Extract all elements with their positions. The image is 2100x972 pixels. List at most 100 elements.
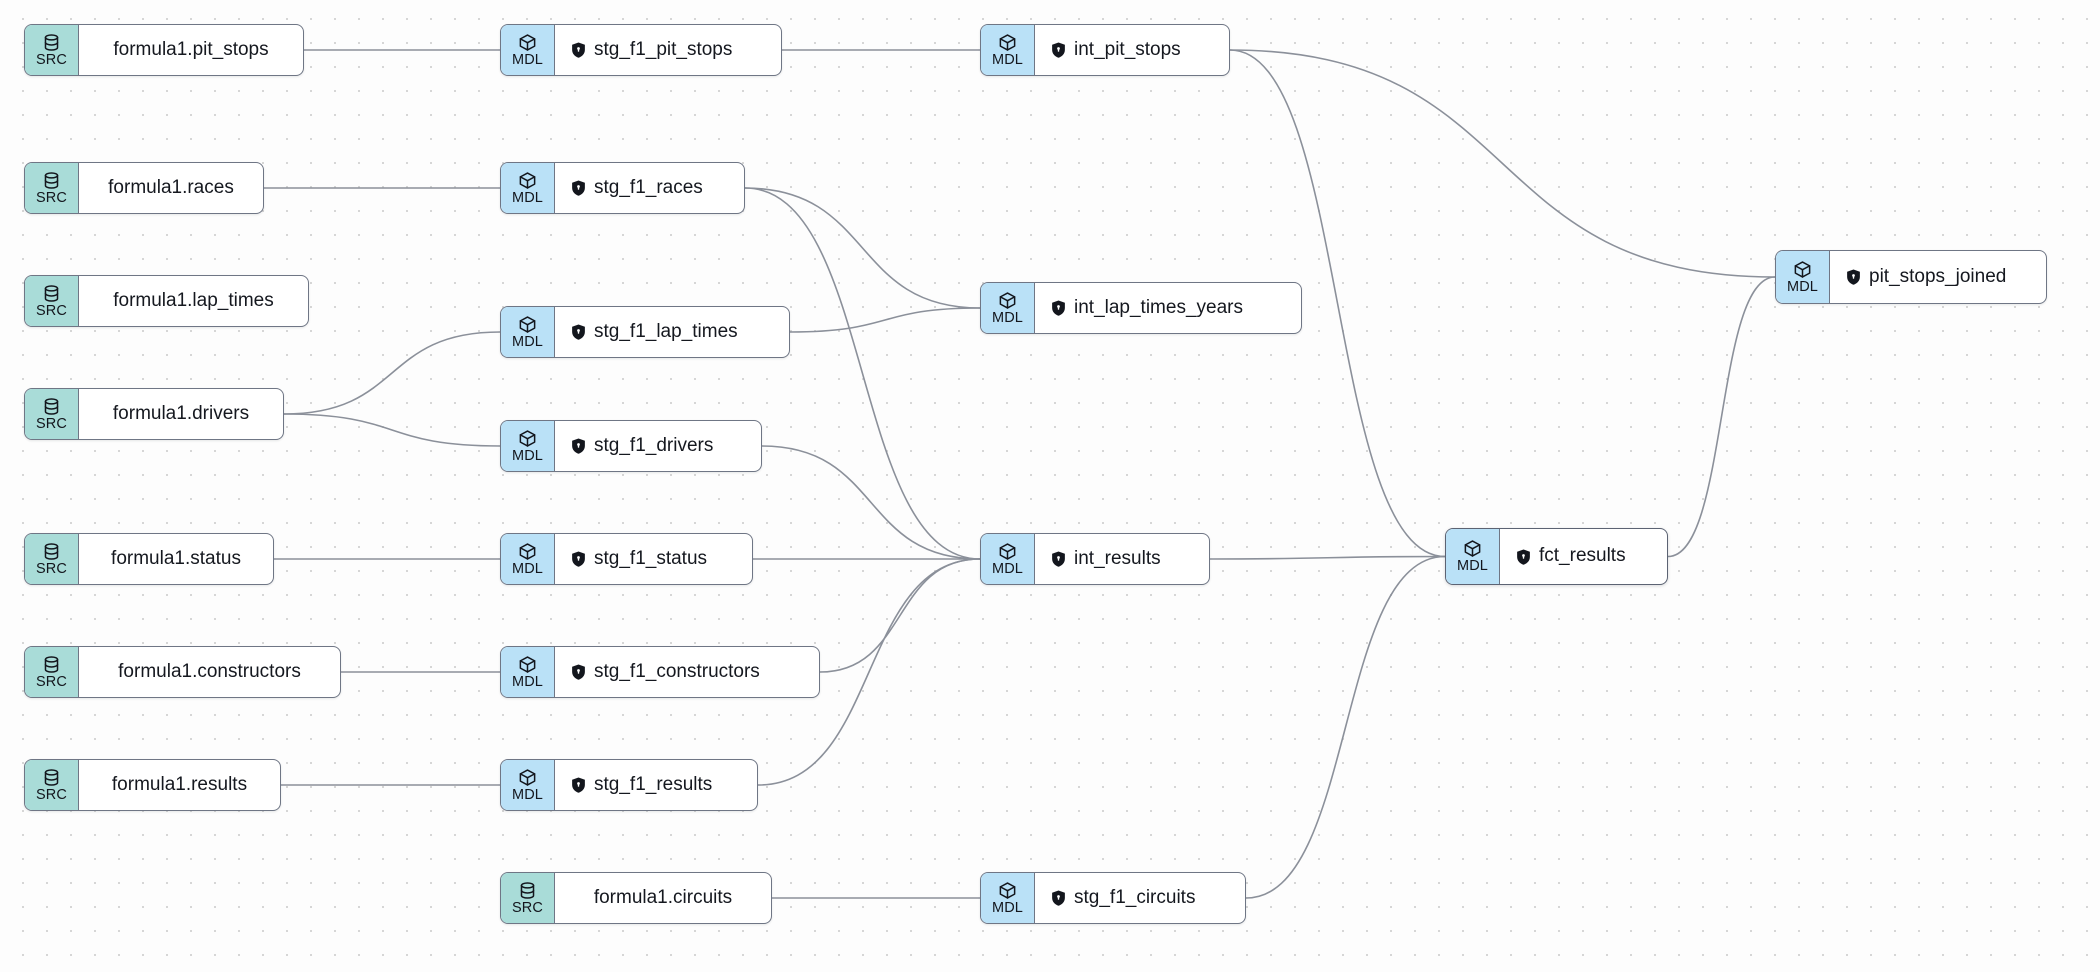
graph-edge-stg_constructors-to-int_results (819, 558, 981, 673)
node-label: stg_f1_lap_times (594, 320, 738, 342)
node-body: int_results (1035, 534, 1209, 584)
node-body: stg_f1_results (555, 760, 757, 810)
node-label: int_pit_stops (1074, 38, 1181, 60)
cube-icon (518, 542, 537, 561)
node-body: pit_stops_joined (1830, 251, 2046, 303)
shield-lock-icon (572, 324, 585, 340)
database-icon (42, 542, 61, 561)
node-badge-label: SRC (36, 415, 67, 432)
shield-lock-icon (1051, 300, 1066, 316)
database-icon (42, 768, 61, 787)
node-label: stg_f1_results (594, 773, 713, 795)
node-label: formula1.pit_stops (113, 38, 269, 60)
node-badge-label: SRC (512, 899, 543, 916)
cube-icon (518, 171, 537, 190)
node-badge-src: SRC (25, 389, 79, 439)
node-body: formula1.drivers (79, 389, 283, 439)
cube-icon (998, 881, 1017, 900)
node-body: int_lap_times_years (1035, 283, 1301, 333)
node-badge-src: SRC (25, 25, 79, 75)
cube-icon (518, 655, 537, 674)
node-badge-label: SRC (36, 51, 67, 68)
node-badge-mdl: MDL (1446, 529, 1500, 584)
node-label: stg_f1_drivers (594, 434, 714, 456)
node-badge-label: MDL (992, 309, 1023, 326)
graph-node-src_circuits[interactable]: SRC formula1.circuits (500, 872, 772, 924)
node-body: formula1.circuits (555, 873, 771, 923)
graph-node-stg_pit_stops[interactable]: MDL stg_f1_pit_stops (500, 24, 782, 76)
node-badge-label: MDL (512, 786, 543, 803)
graph-node-stg_results[interactable]: MDL stg_f1_results (500, 759, 758, 811)
node-label: formula1.constructors (118, 660, 301, 682)
cube-icon (1463, 539, 1482, 558)
graph-node-int_pit_stops[interactable]: MDL int_pit_stops (980, 24, 1230, 76)
node-badge-label: MDL (992, 899, 1023, 916)
database-icon (518, 881, 537, 900)
shield-lock-icon (572, 777, 585, 793)
cube-icon (1793, 260, 1812, 279)
database-icon (42, 171, 61, 190)
graph-node-int_lap_times_yrs[interactable]: MDL int_lap_times_years (980, 282, 1302, 334)
shield-lock-icon (1051, 890, 1066, 906)
node-label: int_results (1074, 547, 1161, 569)
shield-lock-icon (1052, 300, 1065, 316)
node-label: formula1.circuits (593, 886, 733, 908)
graph-node-pit_stops_joined[interactable]: MDL pit_stops_joined (1775, 250, 2047, 304)
node-badge-label: MDL (512, 189, 543, 206)
node-badge-label: SRC (36, 189, 67, 206)
graph-node-src_status[interactable]: SRC formula1.status (24, 533, 274, 585)
node-badge-label: MDL (992, 51, 1023, 68)
graph-node-stg_circuits[interactable]: MDL stg_f1_circuits (980, 872, 1246, 924)
graph-node-int_results[interactable]: MDL int_results (980, 533, 1210, 585)
graph-edge-src_drivers-to-stg_drivers (283, 413, 501, 447)
node-badge-mdl: MDL (501, 647, 555, 697)
node-badge-mdl: MDL (981, 534, 1035, 584)
node-badge-src: SRC (25, 276, 79, 326)
shield-lock-icon (572, 42, 585, 58)
cube-icon (998, 33, 1017, 52)
shield-lock-icon (572, 664, 585, 680)
node-body: formula1.pit_stops (79, 25, 303, 75)
graph-node-stg_drivers[interactable]: MDL stg_f1_drivers (500, 420, 762, 472)
node-body: formula1.status (79, 534, 273, 584)
node-body: stg_f1_pit_stops (555, 25, 781, 75)
shield-lock-icon (571, 777, 586, 793)
shield-lock-icon (571, 42, 586, 58)
node-badge-label: MDL (512, 447, 543, 464)
cube-icon (998, 542, 1017, 561)
graph-node-src_drivers[interactable]: SRC formula1.drivers (24, 388, 284, 440)
graph-edge-src_drivers-to-stg_lap_times (283, 331, 501, 415)
database-icon (42, 284, 61, 303)
cube-icon (518, 33, 537, 52)
node-body: stg_f1_circuits (1035, 873, 1245, 923)
shield-lock-icon (571, 438, 586, 454)
shield-lock-icon (571, 551, 586, 567)
graph-node-src_pit_stops[interactable]: SRC formula1.pit_stops (24, 24, 304, 76)
shield-lock-icon (571, 664, 586, 680)
cube-icon (518, 429, 537, 448)
shield-lock-icon (1052, 42, 1065, 58)
node-badge-mdl: MDL (501, 760, 555, 810)
graph-edge-stg_races-to-int_results (744, 187, 981, 560)
node-badge-label: MDL (1787, 278, 1818, 295)
node-badge-label: MDL (512, 673, 543, 690)
node-badge-src: SRC (25, 534, 79, 584)
node-body: formula1.results (79, 760, 280, 810)
node-badge-label: SRC (36, 560, 67, 577)
node-body: stg_f1_status (555, 534, 752, 584)
node-badge-label: MDL (1457, 558, 1488, 575)
node-label: stg_f1_status (594, 547, 708, 569)
node-badge-label: MDL (512, 51, 543, 68)
shield-lock-icon (1051, 551, 1066, 567)
